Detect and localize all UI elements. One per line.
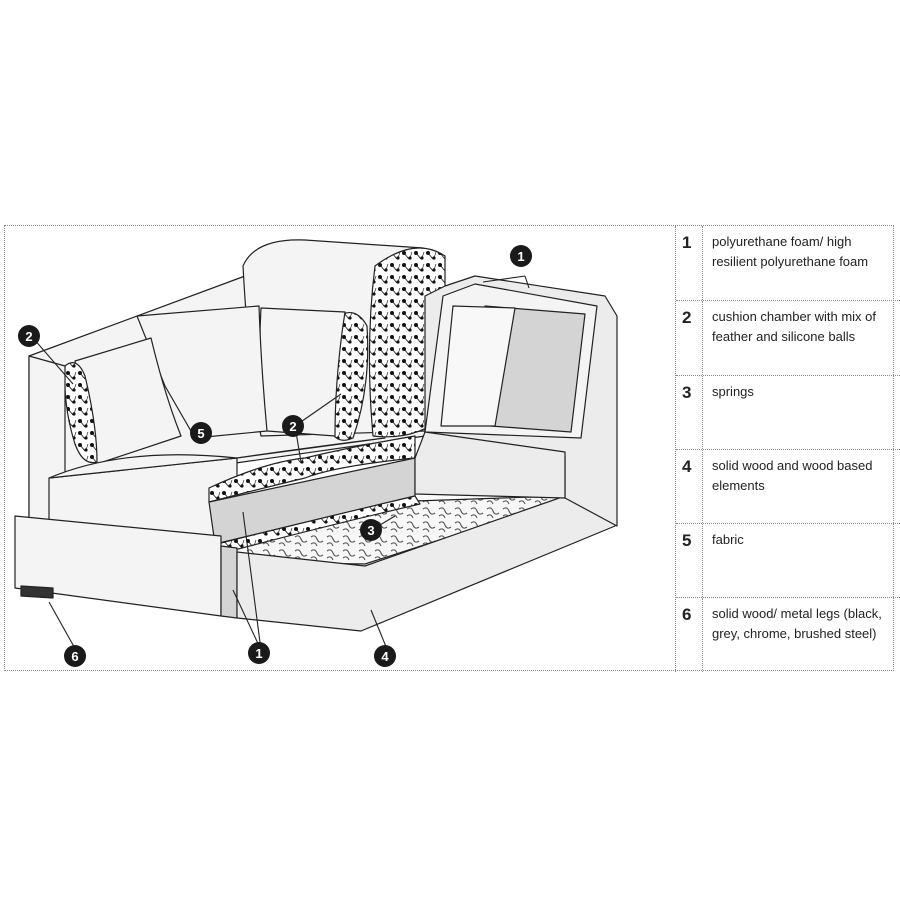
legend-divider [702, 226, 703, 300]
legend-row-2: 2 cushion chamber with mix of feather an… [676, 301, 900, 376]
pillow-middle [136, 305, 268, 439]
leader-1-bottom-a [242, 511, 262, 651]
legend-text: springs [712, 384, 754, 399]
leader-lines [32, 275, 530, 655]
seat-section-stripe [208, 435, 416, 503]
svg-text:4: 4 [381, 649, 389, 664]
leader-2-left [32, 337, 74, 385]
legend-number: 4 [682, 457, 692, 476]
leader-1-bottom-b [232, 589, 262, 651]
sofa-drawing [14, 239, 618, 632]
legend-divider [702, 450, 703, 523]
legend-divider [702, 598, 703, 672]
svg-text:6: 6 [71, 649, 78, 664]
legend-number: 6 [682, 605, 692, 624]
legend-text: solid wood/ metal legs (black, grey, chr… [712, 606, 882, 641]
leader-1-top-a [482, 275, 526, 283]
marker-6: 6 [64, 645, 86, 667]
marker-2-center: 2 [282, 415, 304, 437]
sofa-base-cutaway [220, 545, 238, 619]
svg-text:2: 2 [289, 419, 296, 434]
marker-2-left: 2 [18, 325, 40, 347]
legend-number: 2 [682, 308, 692, 327]
legend-text: cushion chamber with mix of feather and … [712, 309, 877, 344]
seat-cushion-top [48, 437, 386, 479]
marker-5: 5 [190, 422, 212, 444]
right-arm-inner-light [440, 305, 516, 427]
leader-2-center-a [294, 393, 342, 427]
legend-row-1: 1 polyurethane foam/ high resilient poly… [676, 226, 900, 301]
legend-divider [702, 524, 703, 597]
legend-text: solid wood and wood based elements [712, 458, 873, 493]
svg-text:3: 3 [367, 523, 374, 538]
legend-text: polyurethane foam/ high resilient polyur… [712, 234, 869, 269]
leader-1-top-b [524, 275, 530, 289]
svg-text:1: 1 [255, 646, 262, 661]
legend-table: 1 polyurethane foam/ high resilient poly… [675, 226, 900, 672]
pillow-left-section [64, 362, 98, 464]
marker-4: 4 [374, 645, 396, 667]
svg-text:2: 2 [25, 329, 32, 344]
marker-3: 3 [360, 519, 382, 541]
marker-1-bottom: 1 [248, 642, 270, 664]
legend-divider [702, 376, 703, 449]
legend-row-4: 4 solid wood and wood based elements [676, 450, 900, 524]
legend-divider [702, 301, 703, 375]
legend-number: 3 [682, 383, 692, 402]
legend-row-6: 6 solid wood/ metal legs (black, grey, c… [676, 598, 900, 672]
leader-6 [48, 601, 78, 653]
legend-text: fabric [712, 532, 744, 547]
legend-number: 1 [682, 233, 692, 252]
svg-text:1: 1 [517, 249, 524, 264]
sofa-leg [20, 585, 54, 599]
sofa-cutaway-illustration: 1 2 5 2 3 6 1 4 [14, 239, 618, 667]
legend-number: 5 [682, 531, 692, 550]
right-arm-seat-ledge [414, 431, 566, 499]
legend-row-3: 3 springs [676, 376, 900, 450]
svg-text:5: 5 [197, 426, 204, 441]
marker-1-top: 1 [510, 245, 532, 267]
springs-top-strip [216, 495, 421, 555]
pillow-right [259, 307, 346, 437]
diagram-frame: 1 2 5 2 3 6 1 4 [4, 225, 900, 672]
legend-row-5: 5 fabric [676, 524, 900, 598]
